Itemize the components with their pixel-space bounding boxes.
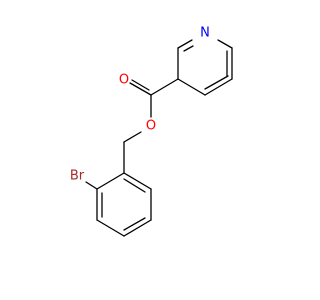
bromine-atom-label: Br xyxy=(70,169,85,184)
double-bond xyxy=(204,75,229,90)
bond xyxy=(96,219,125,237)
bond xyxy=(123,219,152,237)
bond xyxy=(150,78,179,96)
nitrogen-atom-label: N xyxy=(200,26,210,41)
double-bond xyxy=(123,217,146,231)
bond xyxy=(217,39,233,49)
carbonyl-oxygen-label: O xyxy=(119,73,129,88)
ester-group xyxy=(123,78,179,143)
carbonyl-bond xyxy=(131,79,150,91)
bond xyxy=(177,78,206,96)
bond xyxy=(123,131,142,143)
bond xyxy=(177,39,193,49)
pyridine-ring xyxy=(177,39,233,96)
ester-oxygen-label: O xyxy=(146,119,156,134)
double-bond xyxy=(123,178,146,193)
molecule-canvas: N O O Br xyxy=(70,26,233,237)
molecule-diagram: N O O Br xyxy=(70,26,233,237)
bond xyxy=(204,78,233,96)
carbonyl-bond xyxy=(129,82,152,96)
bond xyxy=(123,172,152,190)
bond xyxy=(85,181,98,190)
bond xyxy=(96,172,125,190)
double-bond xyxy=(183,45,194,52)
benzene-ring xyxy=(85,141,152,237)
